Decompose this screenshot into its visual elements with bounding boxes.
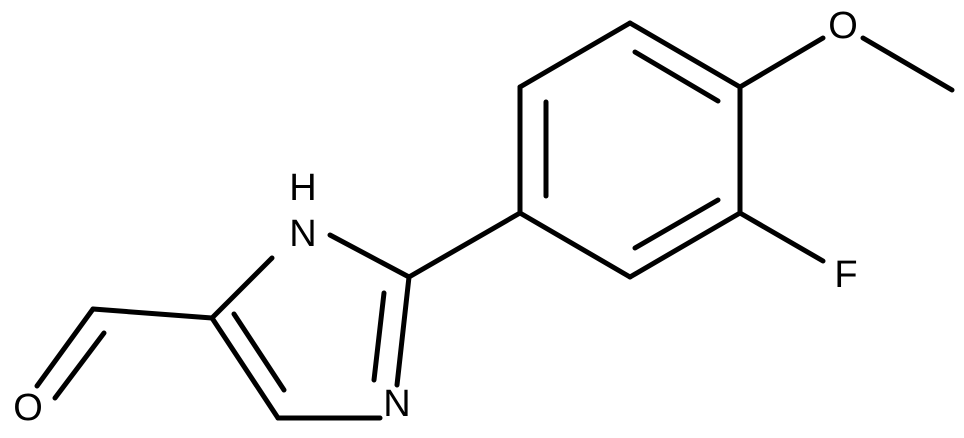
bond-aldehyde-c-o — [34, 306, 96, 389]
bond-c5-fluorine — [737, 210, 826, 264]
bond-ring-c6-c1 — [517, 210, 633, 280]
label-aldehyde-oxygen: O — [13, 387, 43, 429]
bond-ring-c5-c6 — [627, 210, 743, 280]
bond-c4-c5-inner — [231, 311, 287, 393]
label-nh-hydrogen: H — [289, 167, 316, 209]
bond-ring-c2-c3 — [517, 20, 633, 90]
bond-c2-nh — [327, 232, 412, 280]
bond-methoxy-o-ch3 — [860, 35, 955, 93]
bond-ring-c3-c4 — [627, 20, 743, 90]
bond-aldehyde-c-o-inner — [52, 330, 107, 401]
label-fluorine: F — [834, 254, 857, 296]
bond-c2-imine-n-inner — [371, 290, 387, 383]
bond-c4-c5 — [209, 315, 281, 421]
bond-c2-imine-n — [394, 274, 412, 388]
bond-c5-nh — [209, 255, 275, 321]
bond-c5-aldehyde-c — [90, 306, 215, 321]
bonds — [34, 20, 955, 421]
label-nh-nitrogen: N — [289, 213, 316, 255]
bond-ring-c5-c6-inner — [632, 197, 721, 251]
atom-labels: H N N F O O — [13, 5, 858, 429]
label-imine-nitrogen: N — [383, 383, 410, 425]
bond-benzene-imidazole — [406, 210, 523, 280]
label-methoxy-oxygen: O — [828, 5, 858, 47]
bond-ring-c3-c4-inner — [632, 49, 721, 104]
bond-c4-methoxy-o — [737, 35, 826, 90]
